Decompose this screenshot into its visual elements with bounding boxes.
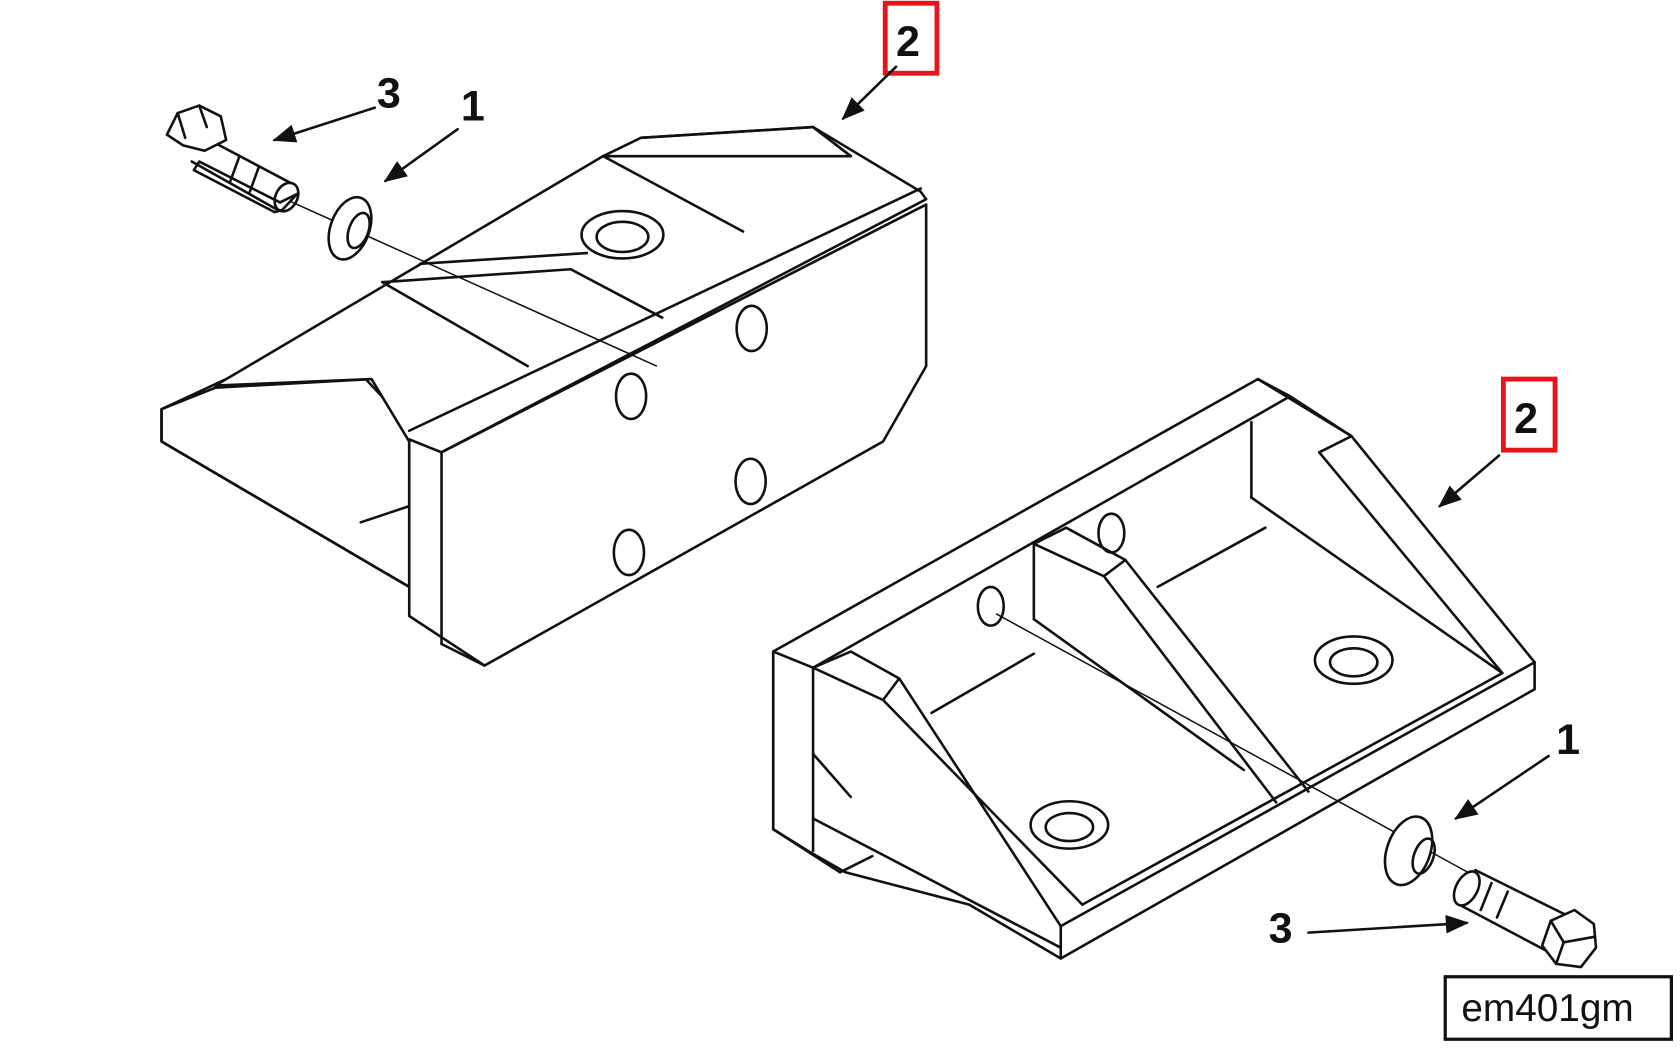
hex-bolt-icon [1452, 868, 1598, 969]
lock-washer-icon [1383, 815, 1437, 887]
highlight-box [1500, 376, 1558, 453]
upper-bracket [160, 125, 928, 667]
hex-bolt-icon [165, 104, 300, 214]
callout-bracket-upper[interactable]: 2 [841, 0, 940, 121]
callout-number: 2 [896, 18, 920, 66]
lower-bracket [771, 377, 1536, 960]
lock-washer-icon [327, 195, 373, 261]
upper-hardware [165, 104, 658, 367]
callout-number: 1 [461, 83, 485, 131]
callout-bolt-lower: 3 [1269, 904, 1470, 952]
callout-number: 3 [377, 70, 401, 118]
callout-number: 3 [1269, 904, 1293, 952]
callout-number: 2 [1514, 395, 1538, 443]
figure-id-text: em401gm [1461, 987, 1633, 1030]
callout-bracket-lower[interactable]: 2 [1438, 376, 1558, 508]
callout-bolt-upper: 3 [272, 70, 401, 143]
callout-washer-lower: 1 [1454, 716, 1580, 820]
lower-hardware [995, 613, 1598, 969]
callout-number: 1 [1556, 716, 1580, 764]
highlight-box [882, 0, 940, 76]
figure-id-label: em401gm [1443, 975, 1673, 1041]
callout-washer-upper: 1 [383, 83, 485, 183]
